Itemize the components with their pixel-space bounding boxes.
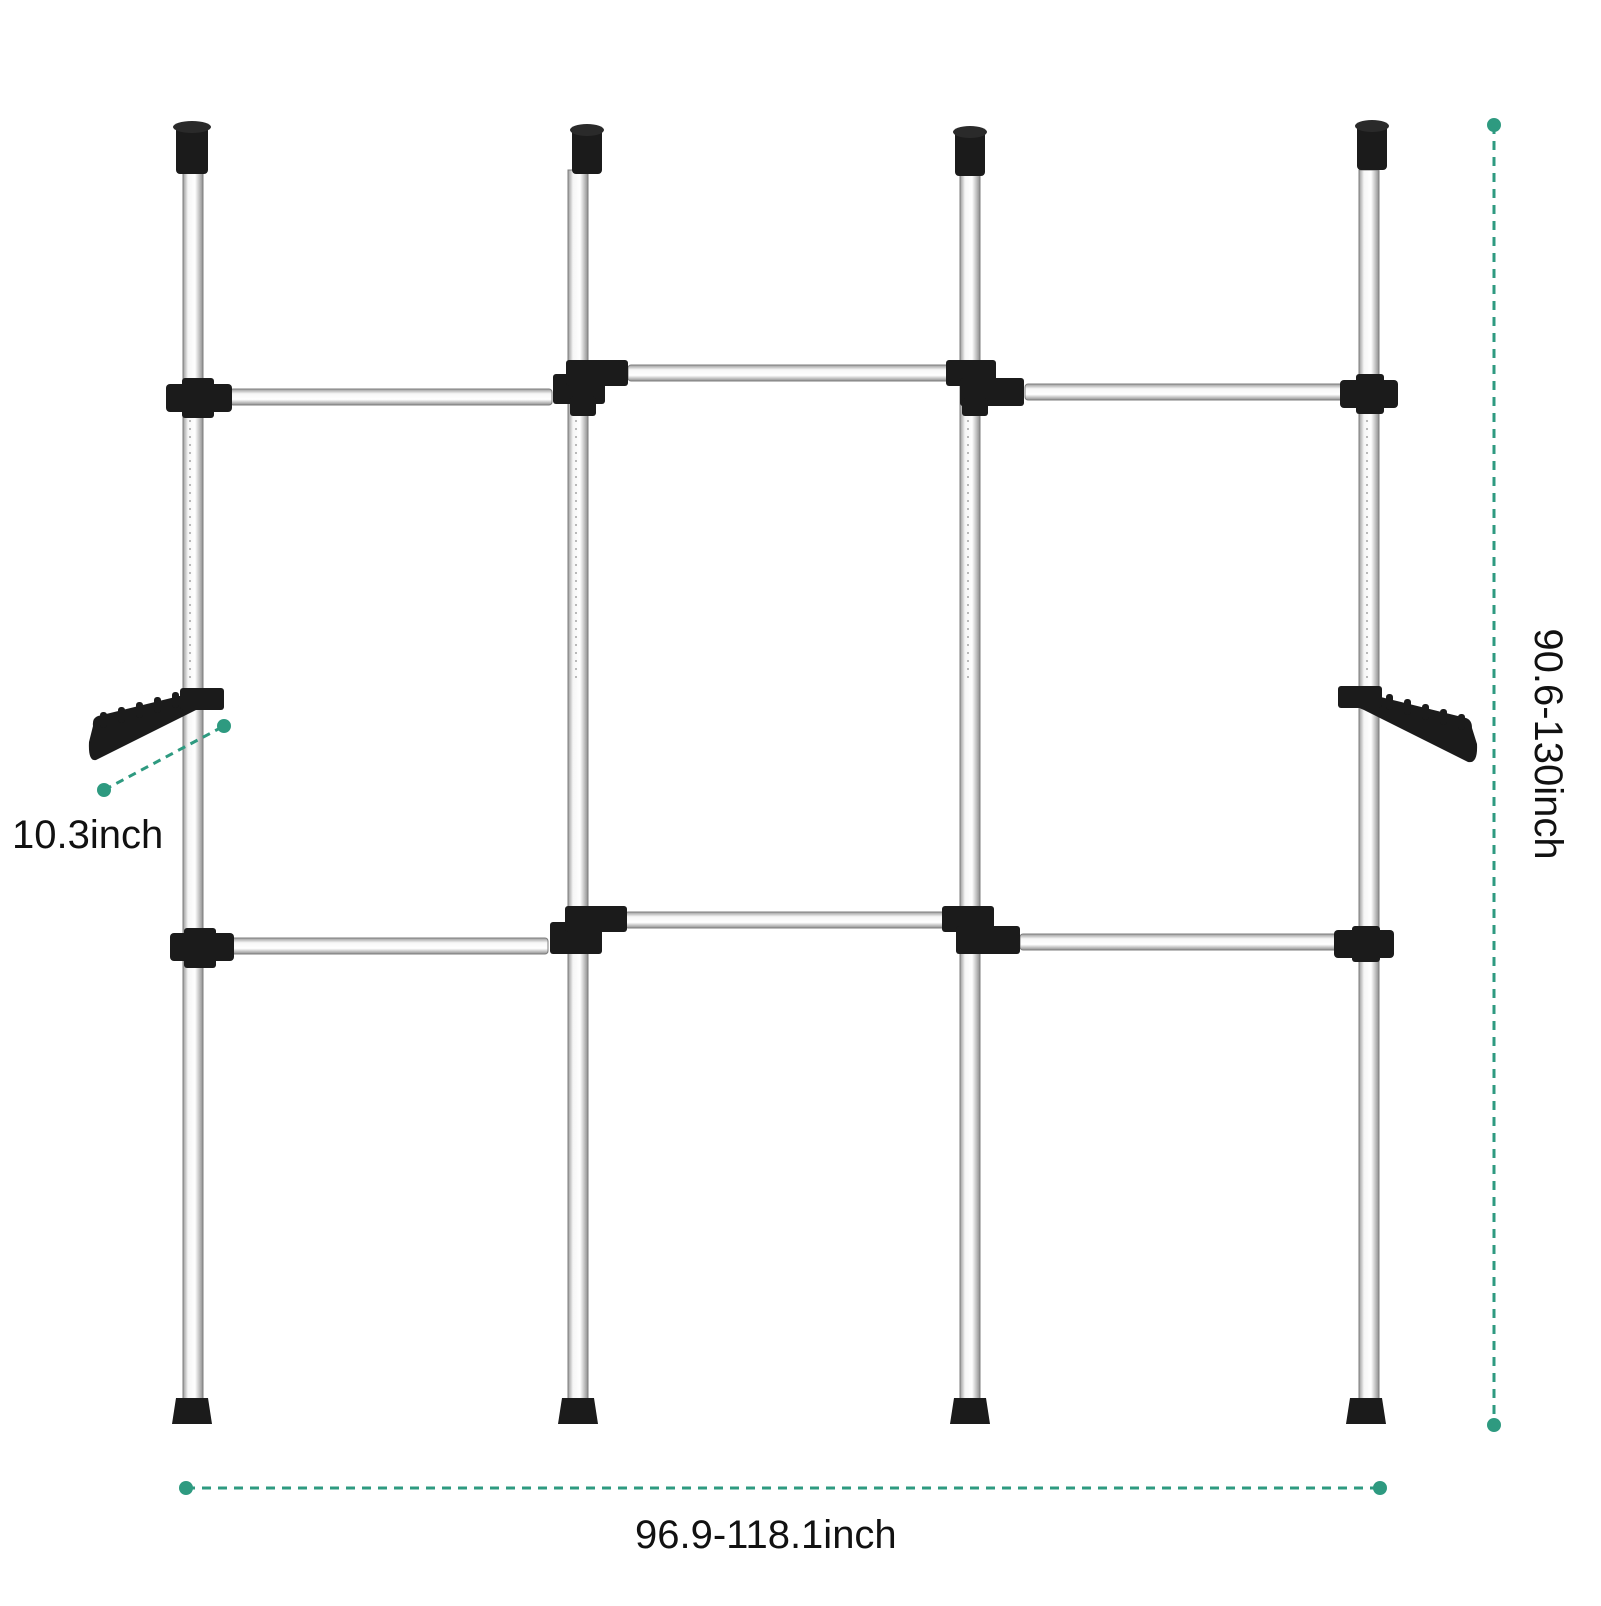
- pole-2: [558, 124, 604, 1424]
- hanger-depth-label: 10.3inch: [12, 813, 164, 857]
- clamp: [956, 926, 1020, 954]
- pole-3: [950, 126, 990, 1424]
- clamp: [565, 906, 627, 932]
- lower-rails: [229, 911, 1341, 955]
- bottom-foot: [950, 1398, 990, 1424]
- pole-1: [172, 121, 212, 1424]
- height-label: 90.6-130inch: [1526, 628, 1570, 860]
- right-hanger-rack: [1338, 686, 1478, 763]
- clamp: [566, 360, 628, 386]
- pole-4: [1346, 120, 1389, 1424]
- width-dimension-line: [179, 1481, 1387, 1495]
- rail: [624, 911, 946, 929]
- rail: [229, 388, 553, 406]
- height-dimension-line: [1487, 118, 1501, 1432]
- clamp: [942, 906, 994, 932]
- upper-clamps: [166, 360, 1398, 418]
- lower-clamps: [170, 906, 1394, 968]
- depth-dimension-line: [97, 719, 231, 797]
- width-label: 96.9-118.1inch: [635, 1513, 897, 1557]
- rail: [229, 937, 549, 955]
- rail: [1024, 383, 1344, 401]
- bottom-foot: [1346, 1398, 1386, 1424]
- rail: [1019, 933, 1341, 951]
- bottom-foot: [558, 1398, 598, 1424]
- top-cap: [176, 124, 208, 174]
- top-cap: [572, 126, 602, 174]
- top-cap: [955, 128, 985, 176]
- top-cap: [1357, 122, 1387, 170]
- upper-rails: [229, 364, 1344, 406]
- rail: [627, 364, 951, 382]
- bottom-foot: [172, 1398, 212, 1424]
- left-hanger-rack: [88, 688, 224, 761]
